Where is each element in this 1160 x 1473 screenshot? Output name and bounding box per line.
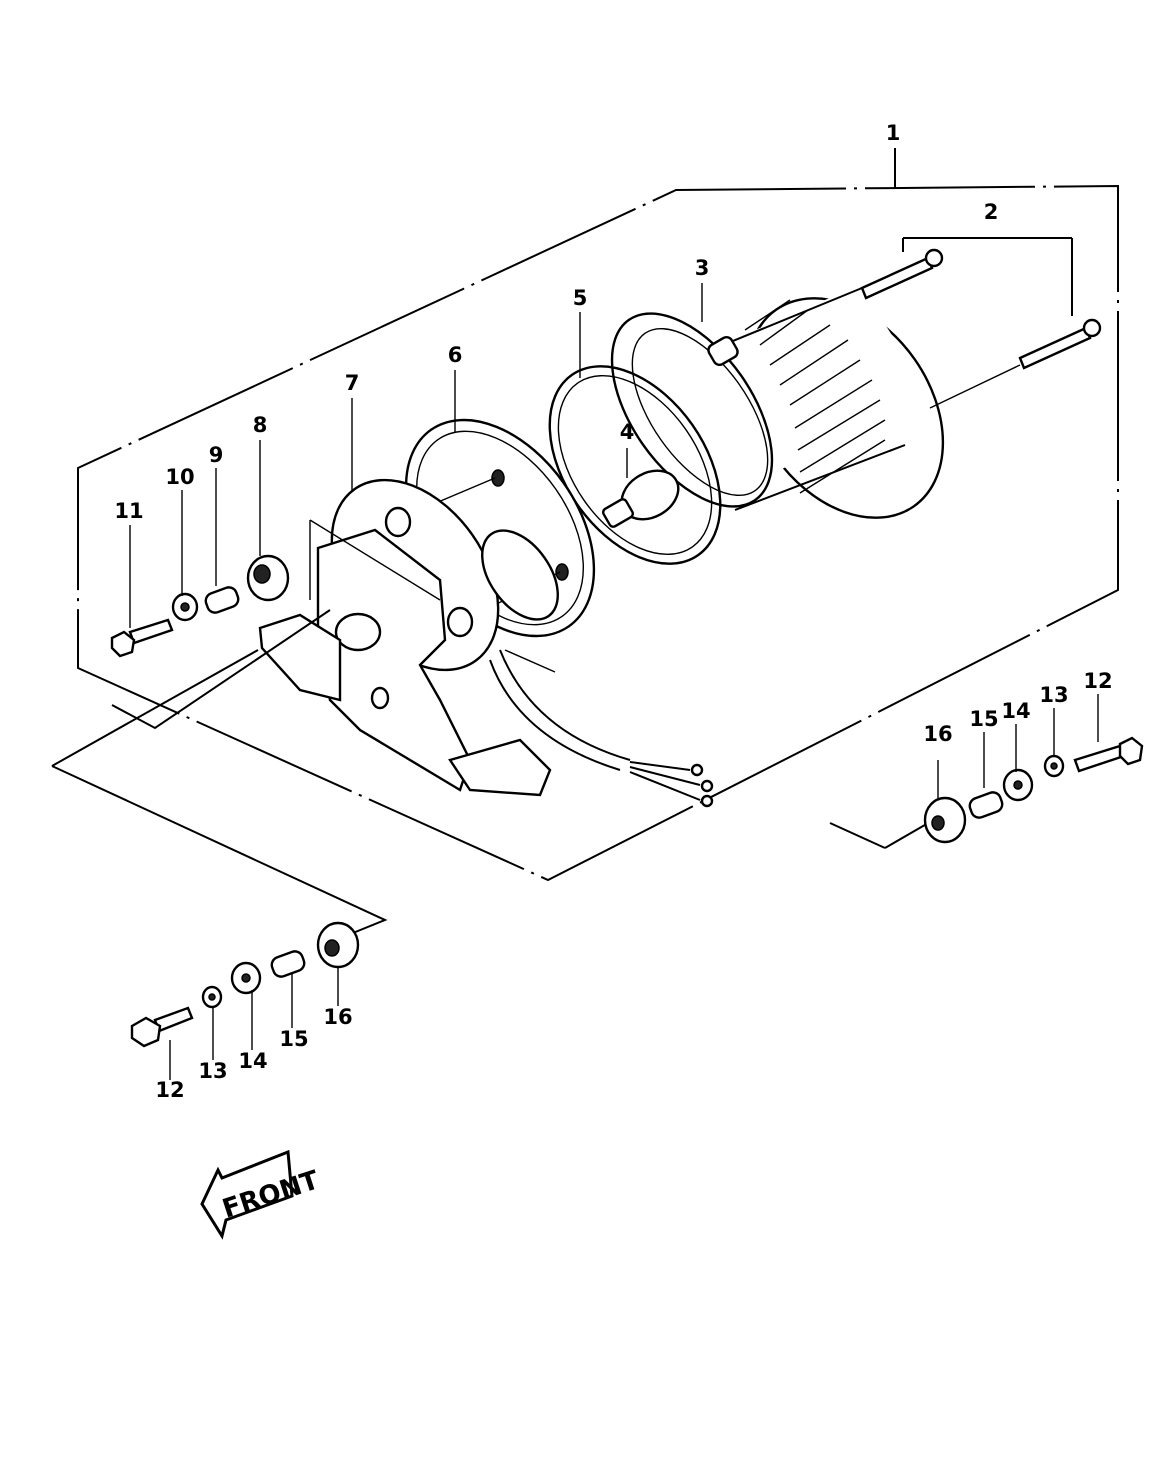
front-arrow: FRONT xyxy=(200,1149,323,1240)
callout-2: 2 xyxy=(984,200,999,224)
callout-15-right: 15 xyxy=(969,707,998,731)
washer-10 xyxy=(171,592,199,622)
callout-13-left: 13 xyxy=(198,1059,227,1083)
assembly-boundary xyxy=(77,184,1119,882)
lens-housing xyxy=(610,285,945,519)
lamp-bracket xyxy=(258,478,714,808)
bolt-12-right xyxy=(1073,736,1144,773)
callout-16-right: 16 xyxy=(923,722,952,746)
callout-7: 7 xyxy=(345,371,360,395)
bulb xyxy=(602,469,680,528)
lockwasher-13-left xyxy=(201,985,223,1009)
washer-14-right xyxy=(1002,768,1034,802)
grommet-16-left xyxy=(316,921,360,969)
callout-14-left: 14 xyxy=(238,1049,267,1073)
washer-14-left xyxy=(230,961,262,995)
callout-3: 3 xyxy=(695,256,710,280)
callout-14-right: 14 xyxy=(1001,699,1030,723)
callout-12-left: 12 xyxy=(155,1078,184,1102)
callout-10: 10 xyxy=(165,465,194,489)
callout-8: 8 xyxy=(253,413,268,437)
callout-11: 11 xyxy=(114,499,143,523)
collar-15-right xyxy=(968,791,1004,819)
collar-15-left xyxy=(270,950,306,978)
collar-9 xyxy=(204,586,240,614)
callout-12-right: 12 xyxy=(1083,669,1112,693)
callout-4: 4 xyxy=(620,420,635,444)
bolt-12-left xyxy=(130,1006,194,1048)
lockwasher-13-right xyxy=(1043,754,1065,778)
callout-9: 9 xyxy=(209,443,224,467)
lens-screws xyxy=(860,237,1102,409)
callout-6: 6 xyxy=(448,343,463,367)
callout-13-right: 13 xyxy=(1039,683,1068,707)
callout-1: 1 xyxy=(886,121,901,145)
bolt-11 xyxy=(110,618,174,658)
grommet-16-right xyxy=(923,796,967,844)
grommet-8 xyxy=(246,554,290,602)
callout-16-left: 16 xyxy=(323,1005,352,1029)
callout-5: 5 xyxy=(573,286,588,310)
callout-leaders xyxy=(129,283,1099,1080)
callout-15-left: 15 xyxy=(279,1027,308,1051)
